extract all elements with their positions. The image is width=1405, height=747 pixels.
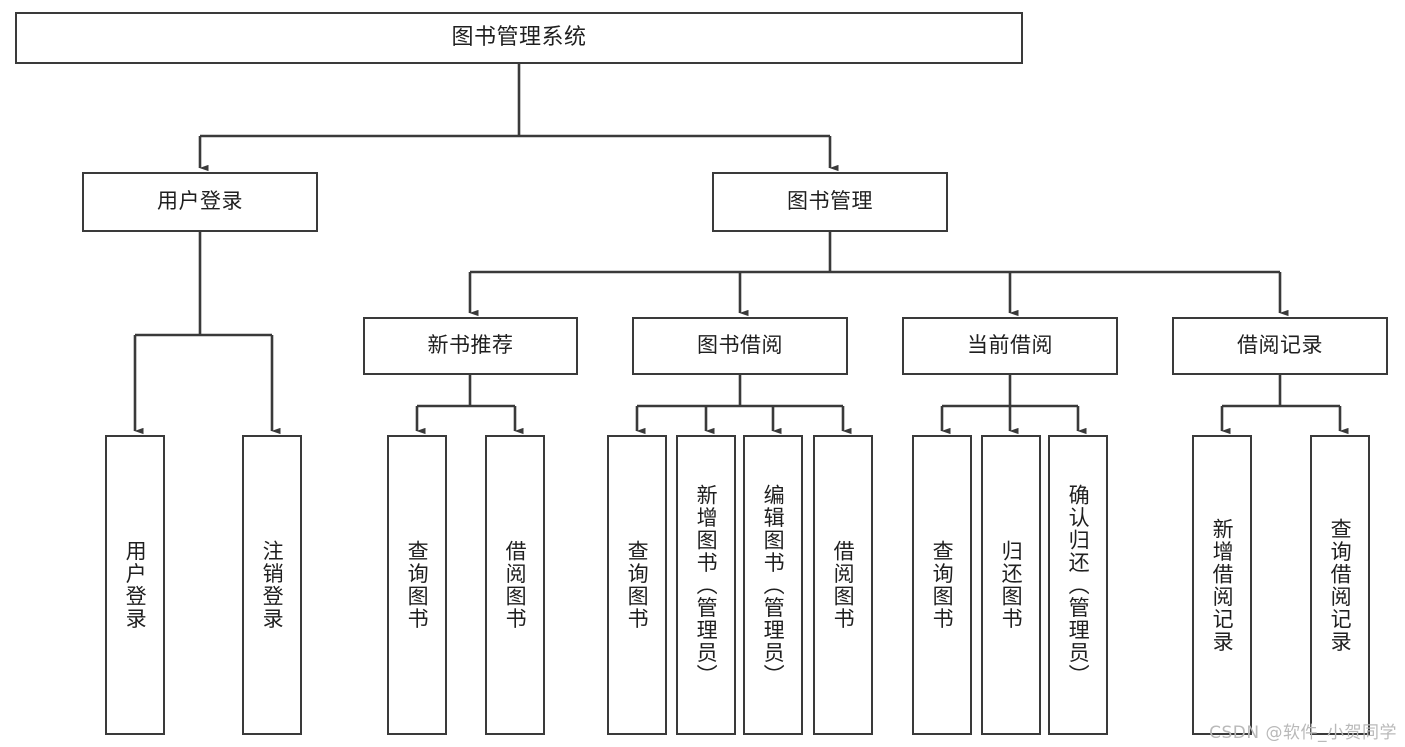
node-leaf-borrow-book-1[interactable]: 借阅图书 <box>485 435 545 735</box>
csdn-watermark: CSDN @软件_小贺同学 <box>1209 723 1397 743</box>
node-borrow-record[interactable]: 借阅记录 <box>1172 317 1388 375</box>
node-root-label: 图书管理系统 <box>451 24 587 50</box>
node-leaf-borrow-book-2-label: 借阅图书 <box>831 540 856 630</box>
node-leaf-confirm-return-label: 确认归还（管理员） <box>1066 483 1091 687</box>
node-leaf-user-login[interactable]: 用户登录 <box>105 435 165 735</box>
node-leaf-borrow-book-2[interactable]: 借阅图书 <box>813 435 873 735</box>
node-leaf-query-book-1-label: 查询图书 <box>405 540 430 630</box>
node-book-manage[interactable]: 图书管理 <box>712 172 948 232</box>
node-book-borrow-label: 图书借阅 <box>697 333 783 358</box>
node-leaf-add-record-label: 新增借阅记录 <box>1210 517 1235 653</box>
node-leaf-add-book-label: 新增图书（管理员） <box>694 483 719 687</box>
node-current-borrow[interactable]: 当前借阅 <box>902 317 1118 375</box>
node-leaf-query-book-1[interactable]: 查询图书 <box>387 435 447 735</box>
node-leaf-edit-book-label: 编辑图书（管理员） <box>761 483 786 687</box>
node-leaf-query-record-label: 查询借阅记录 <box>1328 517 1353 653</box>
node-leaf-query-book-3-label: 查询图书 <box>930 540 955 630</box>
node-leaf-borrow-book-1-label: 借阅图书 <box>503 540 528 630</box>
node-leaf-user-login-label: 用户登录 <box>123 540 148 630</box>
node-leaf-return-book[interactable]: 归还图书 <box>981 435 1041 735</box>
node-leaf-confirm-return[interactable]: 确认归还（管理员） <box>1048 435 1108 735</box>
node-user-login[interactable]: 用户登录 <box>82 172 318 232</box>
node-leaf-query-record[interactable]: 查询借阅记录 <box>1310 435 1370 735</box>
node-new-book-rec-label: 新书推荐 <box>427 333 514 358</box>
node-user-login-label: 用户登录 <box>157 189 243 214</box>
node-book-manage-label: 图书管理 <box>787 189 873 214</box>
node-leaf-logout-login-label: 注销登录 <box>260 540 285 630</box>
node-leaf-add-record[interactable]: 新增借阅记录 <box>1192 435 1252 735</box>
node-current-borrow-label: 当前借阅 <box>967 333 1053 358</box>
node-leaf-return-book-label: 归还图书 <box>999 540 1024 630</box>
node-new-book-rec[interactable]: 新书推荐 <box>363 317 578 375</box>
node-root[interactable]: 图书管理系统 <box>15 12 1023 64</box>
node-borrow-record-label: 借阅记录 <box>1237 333 1323 358</box>
node-leaf-query-book-2-label: 查询图书 <box>625 540 650 630</box>
node-leaf-edit-book[interactable]: 编辑图书（管理员） <box>743 435 803 735</box>
node-leaf-add-book[interactable]: 新增图书（管理员） <box>676 435 736 735</box>
node-book-borrow[interactable]: 图书借阅 <box>632 317 848 375</box>
node-leaf-query-book-2[interactable]: 查询图书 <box>607 435 667 735</box>
node-leaf-logout-login[interactable]: 注销登录 <box>242 435 302 735</box>
node-leaf-query-book-3[interactable]: 查询图书 <box>912 435 972 735</box>
